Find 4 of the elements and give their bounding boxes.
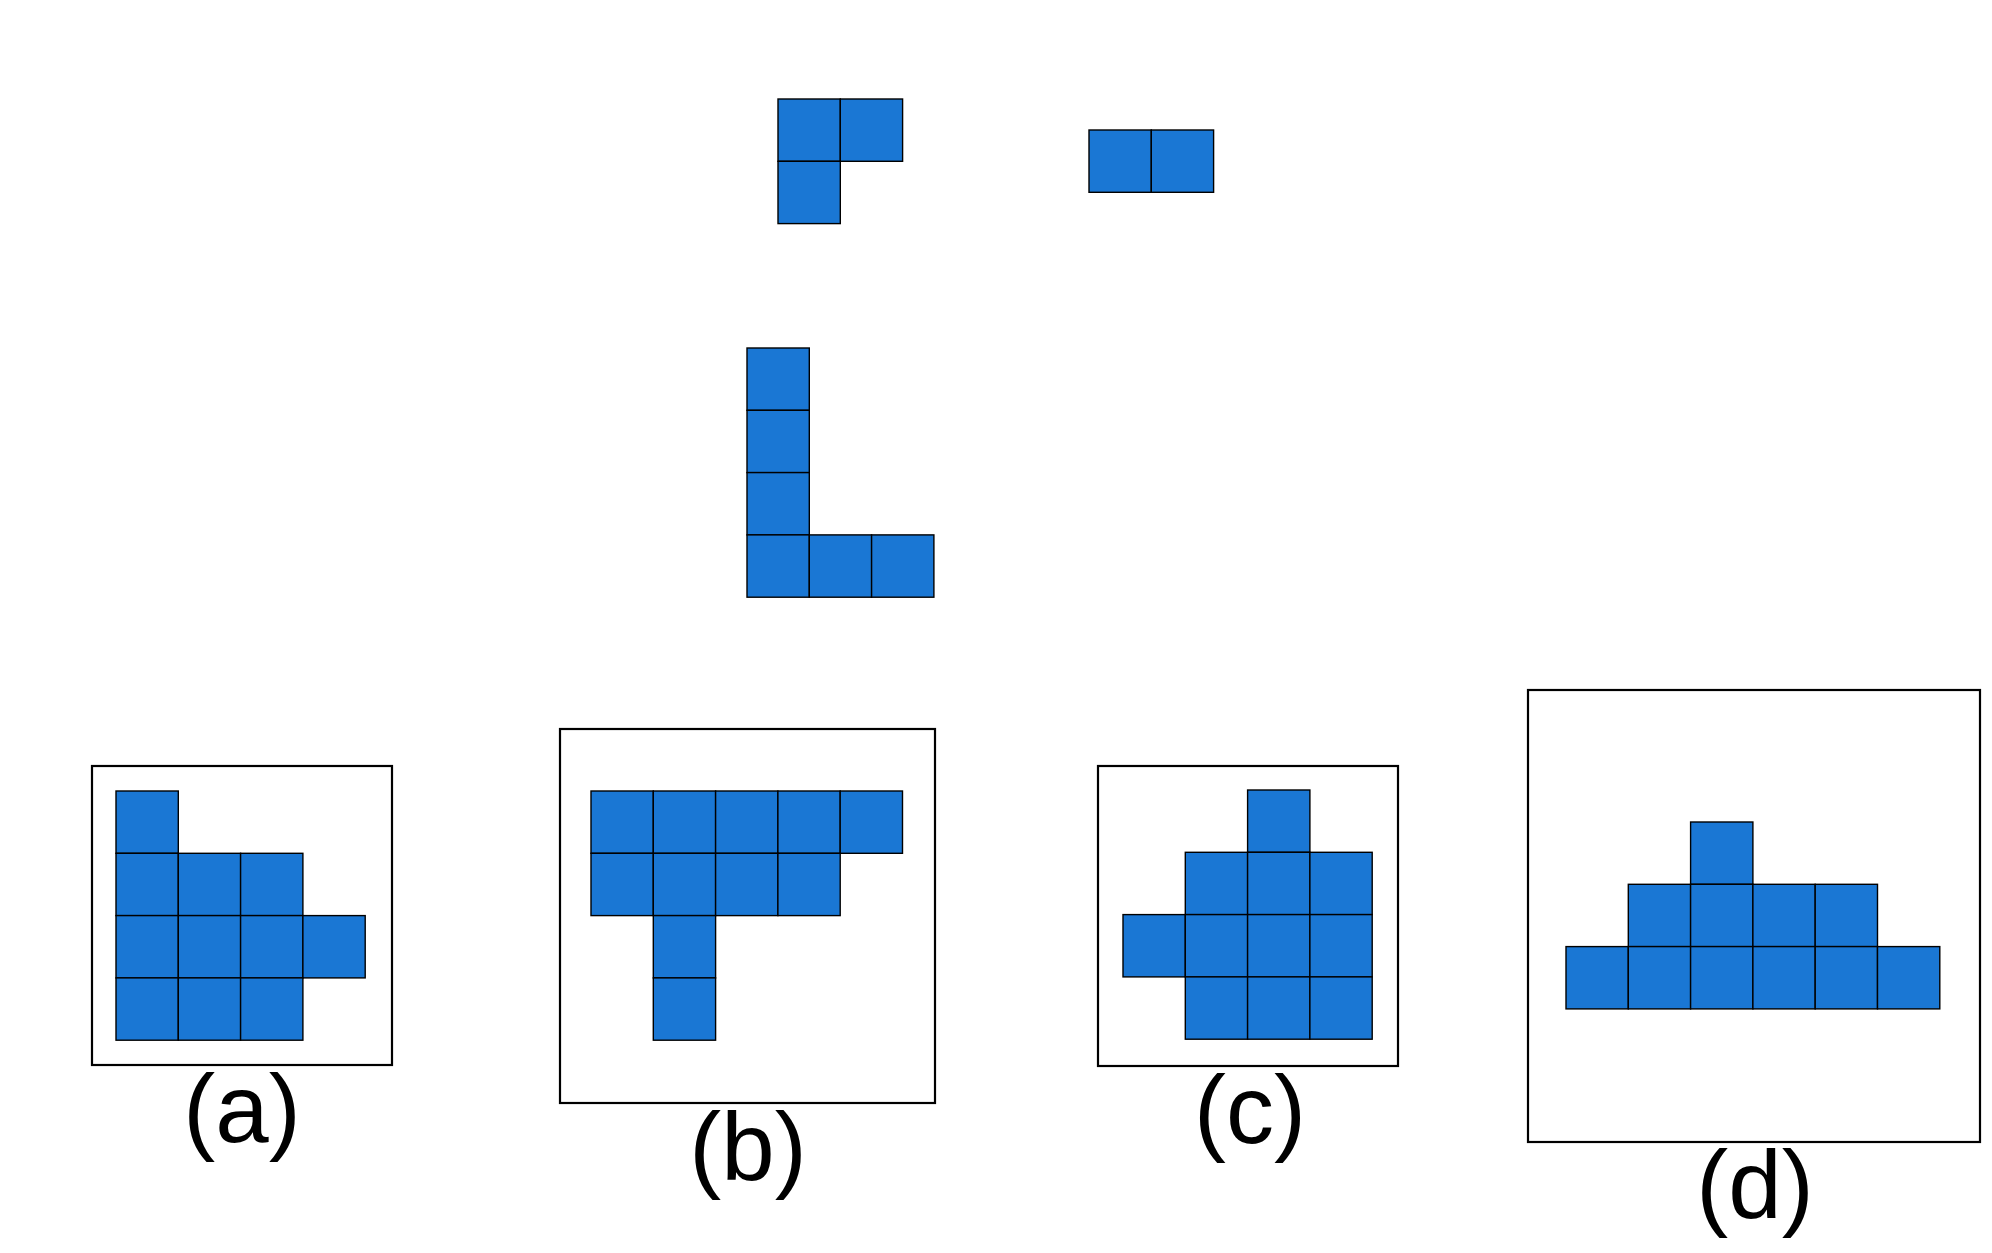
panel-label: (b) <box>688 1092 808 1202</box>
panel-label: (d) <box>1695 1130 1815 1240</box>
panel-label: (a) <box>182 1054 302 1164</box>
panel-label: (c) <box>1193 1055 1307 1165</box>
